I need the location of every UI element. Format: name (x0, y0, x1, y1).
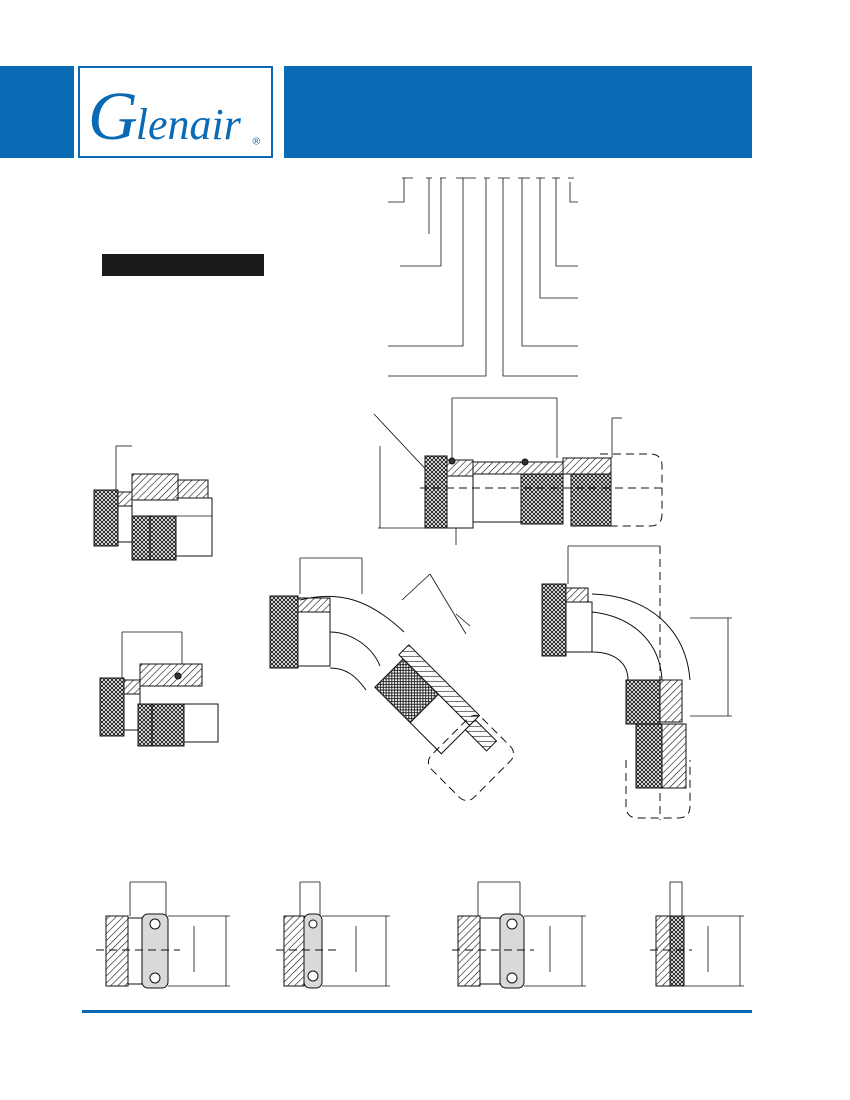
header-band-right (284, 66, 752, 158)
header-band-left (0, 66, 74, 158)
45-degree-assembly-drawing (269, 557, 515, 802)
end-view-drawing-1 (96, 881, 230, 989)
end-view-drawing-3 (452, 881, 586, 989)
end-view-drawing-2 (276, 881, 390, 989)
footer-rule (82, 1010, 752, 1013)
90-degree-assembly-drawing (541, 545, 732, 820)
end-view-drawing-4 (650, 881, 744, 987)
registered-mark: ® (252, 136, 260, 148)
logo-wordmark: lenair (136, 100, 242, 149)
glenair-logo: G lenair ® (78, 66, 273, 158)
left-assembly-drawing-1 (93, 445, 213, 561)
straight-assembly-drawing (373, 397, 663, 545)
section-label-bar (102, 254, 264, 276)
part-number-callout-tree (388, 177, 578, 377)
logo-initial: G (88, 78, 138, 154)
glenair-logo-icon: G lenair ® (88, 78, 261, 154)
left-assembly-drawing-2 (99, 631, 219, 747)
